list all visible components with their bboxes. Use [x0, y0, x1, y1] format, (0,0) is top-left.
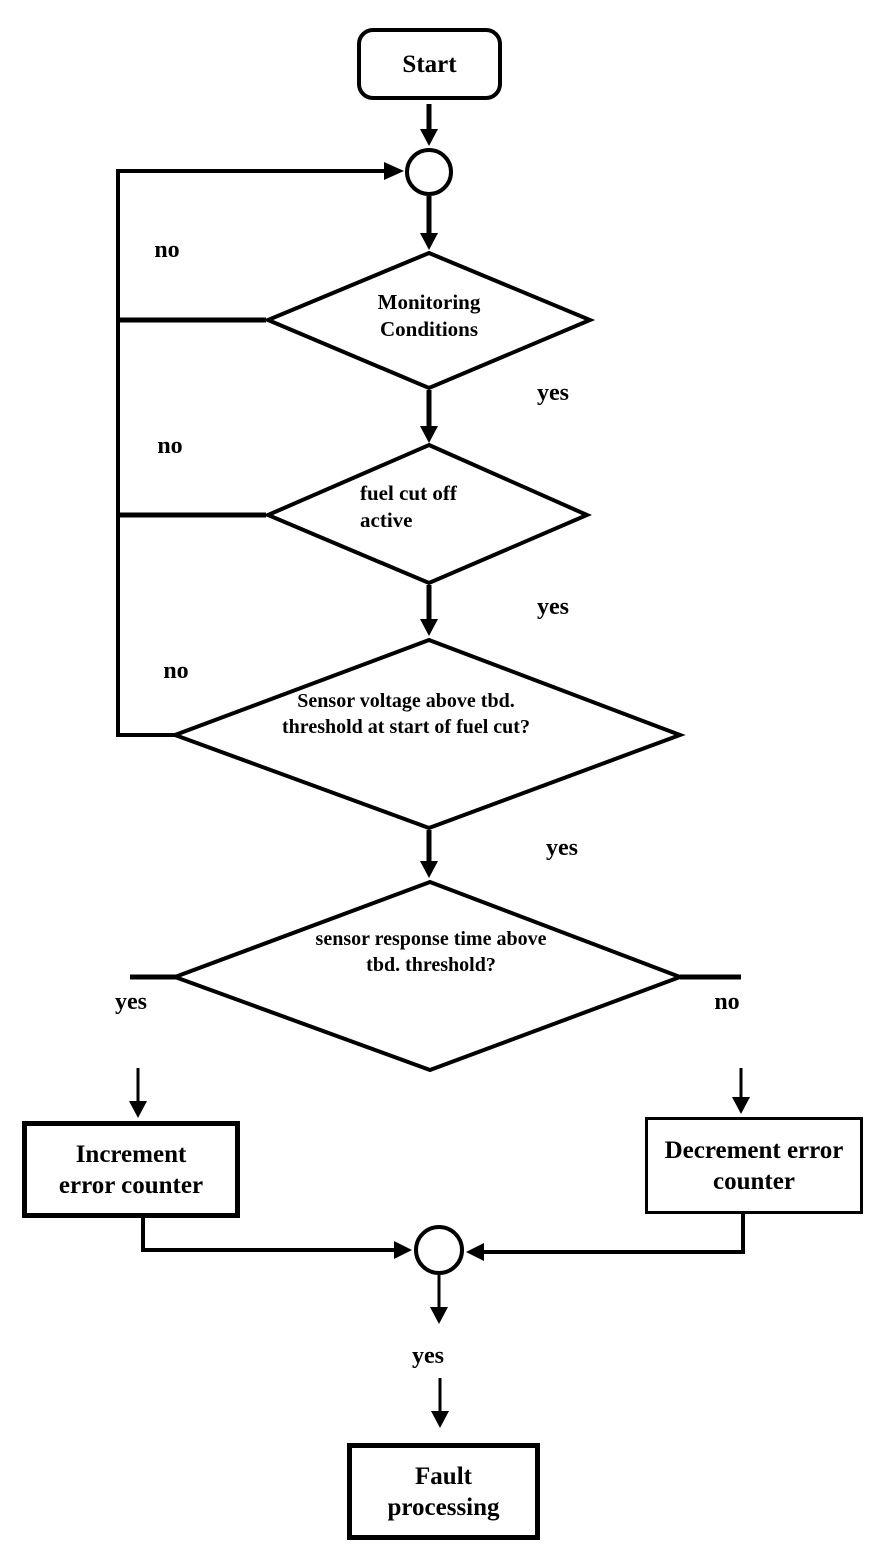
no-label-decision-3: no	[163, 658, 189, 684]
yes-label-merge: yes	[412, 1343, 444, 1369]
arrowhead-start-to-junction	[420, 129, 438, 146]
bottom-junction-circle	[414, 1225, 464, 1275]
top-junction-circle	[405, 148, 453, 196]
decision-sensor-response-label: sensor response time above tbd. threshol…	[315, 928, 547, 976]
yes-label-decision-2: yes	[537, 594, 569, 620]
no-label-decision-2: no	[157, 433, 183, 459]
decision-fuel-cut-off-label: fuel cut off active	[360, 481, 457, 532]
yes-label-decision-3: yes	[546, 835, 578, 861]
connector-increment-to-junction	[141, 1218, 396, 1252]
start-node-label: Start	[402, 50, 457, 78]
arrowhead-decision-2	[420, 426, 438, 443]
decision-sensor-voltage-label: Sensor voltage above tbd. threshold at s…	[282, 690, 530, 738]
yes-label-decision-1: yes	[537, 380, 569, 406]
arrowhead-increment-box	[129, 1101, 147, 1118]
arrowhead-junction-to-yes	[430, 1307, 448, 1324]
arrowhead-decrement-box	[732, 1097, 750, 1114]
start-node: Start	[357, 28, 502, 100]
process-decrement-error-counter: Decrement error counter	[645, 1117, 863, 1214]
process-increment-error-counter: Increment error counter	[22, 1121, 240, 1218]
end-fault-processing: Fault processing	[347, 1443, 540, 1540]
arrowhead-into-top-junction	[384, 162, 404, 180]
decision-monitoring-conditions-label: Monitoring Conditions	[377, 290, 481, 341]
decision-monitoring-conditions-shape	[262, 250, 596, 391]
no-label-decision-4: no	[714, 989, 740, 1015]
connector-decrement-to-junction	[482, 1214, 745, 1254]
arrowhead-decision-3	[420, 619, 438, 636]
arrowhead-right-into-bottom-junction	[466, 1243, 484, 1261]
arrowhead-left-into-bottom-junction	[394, 1241, 412, 1259]
arrowhead-fault-box	[431, 1411, 449, 1428]
decision-sensor-voltage-shape	[169, 637, 686, 831]
decision-sensor-response-shape	[169, 879, 686, 1073]
arrowhead-decision-1	[420, 233, 438, 250]
yes-label-decision-4: yes	[115, 989, 147, 1015]
no-feedback-rail	[116, 169, 400, 737]
arrowhead-decision-4	[420, 861, 438, 878]
decision-fuel-cut-off-shape	[262, 442, 592, 586]
no-label-decision-1: no	[154, 237, 180, 263]
